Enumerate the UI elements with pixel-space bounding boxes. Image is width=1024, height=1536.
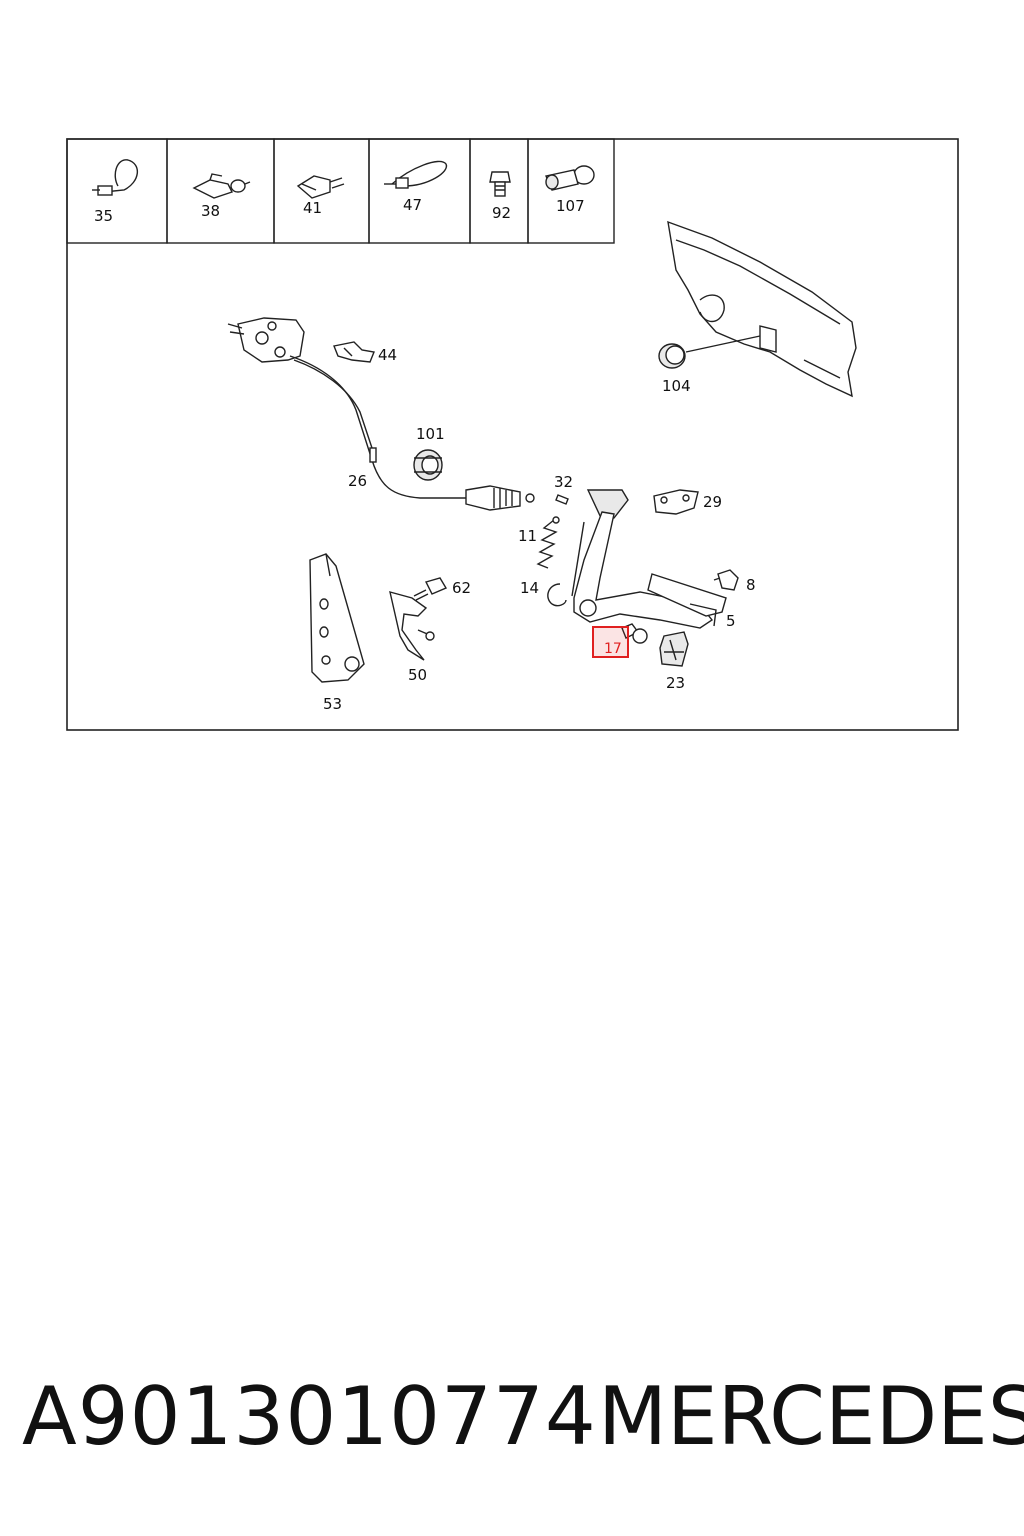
strap-icon [384, 160, 448, 189]
grommet-101 [413, 449, 443, 481]
callout-50: 50 [408, 666, 427, 684]
clip-nut-icon [296, 175, 345, 199]
hydraulic-line-26 [289, 355, 535, 511]
callout-44: 44 [378, 346, 397, 364]
bracket-29 [653, 489, 699, 515]
callout-26: 26 [348, 472, 367, 490]
callout-8: 8 [746, 576, 756, 594]
bracket-53 [309, 553, 365, 683]
cable-tie-icon [92, 159, 138, 196]
callout-62: 62 [452, 579, 471, 597]
header-part-38: 38 [201, 202, 220, 220]
bolt-icon [489, 171, 511, 197]
highlight-box [592, 626, 629, 658]
clip-8 [713, 569, 739, 591]
callout-14: 14 [520, 579, 539, 597]
grommet-clip-icon [545, 165, 595, 191]
header-part-41: 41 [303, 199, 322, 217]
header-part-47: 47 [403, 196, 422, 214]
header-parts-row: 35 38 41 47 92 [66, 138, 615, 244]
callout-101: 101 [416, 425, 445, 443]
part-number: A9013010774 [22, 1370, 597, 1463]
callout-11: 11 [518, 527, 537, 545]
brand-name: MERCEDES [598, 1370, 1024, 1463]
pin-32 [555, 494, 569, 505]
callout-29: 29 [703, 493, 722, 511]
firewall-panel [667, 220, 857, 398]
master-cylinder [227, 317, 305, 363]
bolt-62 [413, 577, 448, 601]
parts-diagram: 35 38 41 47 92 [0, 0, 1024, 760]
callout-17: 17 [604, 641, 622, 657]
product-footer: A9013010774 MERCEDES [0, 1370, 1024, 1470]
clip-icon [192, 173, 251, 199]
callout-32: 32 [554, 473, 573, 491]
spring-11 [536, 516, 560, 569]
plug-104 [658, 335, 761, 369]
header-part-92: 92 [492, 204, 511, 222]
switch-23 [659, 631, 689, 667]
clip-44 [333, 341, 375, 363]
header-part-35: 35 [94, 207, 113, 225]
callout-5: 5 [726, 612, 736, 630]
diagram-frame [66, 138, 959, 731]
callout-23: 23 [666, 674, 685, 692]
circlip-14 [547, 583, 567, 607]
callout-53: 53 [323, 695, 342, 713]
callout-104: 104 [662, 377, 691, 395]
clutch-pedal [571, 489, 727, 629]
bracket-50 [389, 591, 435, 661]
header-part-107: 107 [556, 197, 585, 215]
